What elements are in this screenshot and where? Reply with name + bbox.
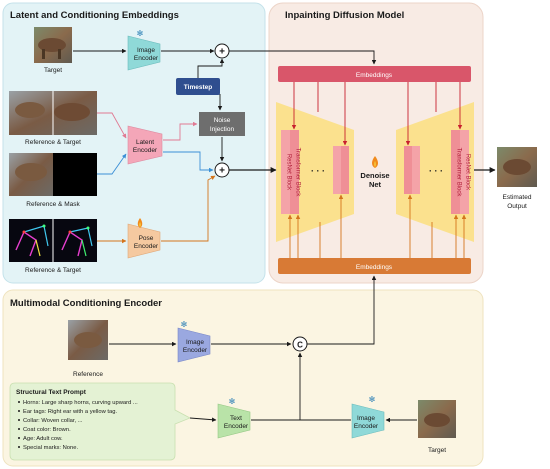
svg-text:✻: ✻: [137, 29, 144, 38]
frozen-snowflake-icon: ✻: [229, 397, 236, 406]
prompt-list: Horns: Large sharp horns, curving upward…: [18, 400, 138, 451]
image-encoder-target-line1: Image: [357, 415, 375, 422]
text-encoder-line2: Encoder: [224, 423, 249, 430]
multimodal-panel-title: Multimodal Conditioning Encoder: [10, 298, 162, 309]
pose-caption: Reference & Target: [25, 267, 81, 274]
prompt-item: Coat color: Brown.: [23, 427, 71, 433]
add-node-bottom: +: [214, 162, 230, 178]
text-encoder: ✻ Text Encoder: [217, 397, 251, 439]
prompt-bullet: [18, 410, 20, 412]
reference-mask-caption: Reference & Mask: [26, 201, 80, 208]
prompt-item: Horns: Large sharp horns, curving upward…: [23, 400, 138, 406]
embeddings-top-label: Embeddings: [356, 72, 393, 79]
image-encoder-reference: ✻ Image Encoder: [177, 320, 211, 363]
image-encoder-reference-line2: Encoder: [183, 347, 208, 354]
svg-text:✻: ✻: [229, 397, 236, 406]
add-node-top: +: [214, 43, 230, 59]
embeddings-bottom-label: Embeddings: [356, 264, 393, 271]
svg-text:+: +: [219, 47, 225, 58]
prompt-bullet: [18, 419, 20, 421]
image-encoder-latent-line2: Encoder: [134, 55, 159, 62]
encoder-dots: · · ·: [311, 166, 325, 176]
pose-encoder-line1: Pose: [139, 235, 154, 242]
target-caption: Target: [44, 67, 62, 74]
reference-mask-image: [9, 153, 97, 196]
transformer-block-label-2: Transformer Block: [456, 148, 462, 198]
image-encoder-reference-line1: Image: [186, 339, 204, 346]
latent-encoder-line2: Encoder: [133, 147, 158, 154]
trainable-flame-icon: [372, 156, 378, 168]
prompt-bullet: [18, 428, 20, 430]
decoder-block-1: [404, 146, 420, 194]
noise-injection-box: Noise Injection: [199, 112, 245, 136]
estimated-output-image: [497, 147, 537, 187]
pose-image: [9, 219, 97, 262]
reference-caption: Reference: [73, 371, 103, 378]
encoder-block-2: [333, 146, 349, 194]
trainable-flame-icon: [137, 218, 143, 228]
embeddings-bottom-bar: Embeddings: [278, 258, 471, 274]
concat-node: C: [292, 336, 308, 352]
embeddings-top-bar: Embeddings: [278, 66, 471, 82]
pose-encoder-line2: Encoder: [134, 243, 159, 250]
estimated-output-line1: Estimated: [503, 194, 532, 201]
resnet-block-label-2: ResNet Block: [465, 154, 471, 191]
image-encoder-target: ✻ Image Encoder: [351, 395, 385, 439]
embedding-top-arrows: [291, 82, 463, 146]
prompt-item: Ear tags: Right ear with a yellow tag.: [23, 409, 117, 415]
latent-panel-title: Latent and Conditioning Embeddings: [10, 10, 179, 21]
reference-image: [68, 320, 108, 360]
frozen-snowflake-icon: ✻: [181, 320, 188, 329]
estimated-output-line2: Output: [507, 203, 527, 210]
image-encoder-target-line2: Encoder: [354, 423, 379, 430]
frozen-snowflake-icon: ✻: [137, 29, 144, 38]
timestep-label: Timestep: [184, 84, 212, 91]
prompt-bullet: [18, 437, 20, 439]
latent-encoder-line1: Latent: [136, 139, 154, 146]
image-encoder-latent: ✻ Image Encoder: [127, 29, 161, 71]
resnet-block-label-1: ResNet Block: [286, 154, 292, 191]
structural-text-prompt: Structural Text Prompt Horns: Large shar…: [9, 382, 191, 461]
svg-text:+: +: [219, 166, 225, 177]
target-caption-bottom: Target: [428, 447, 446, 454]
prompt-bullet: [18, 401, 20, 403]
prompt-item: Collar: Woven collar, ...: [23, 418, 83, 424]
noise-injection-line1: Noise: [214, 117, 231, 124]
connectors: [73, 48, 496, 423]
decoder-block-2: Transformer Block ResNet Block: [451, 130, 471, 214]
prompt-bullet: [18, 446, 20, 448]
prompt-item: Age: Adult cow.: [23, 436, 63, 442]
frozen-snowflake-icon: ✻: [369, 395, 376, 404]
concat-symbol: C: [297, 341, 303, 350]
image-encoder-latent-line1: Image: [137, 47, 155, 54]
embedding-bottom-arrows: [287, 194, 467, 258]
latent-encoder: Latent Encoder: [127, 125, 163, 165]
timestep-box: Timestep: [176, 78, 220, 95]
reference-target-caption: Reference & Target: [25, 139, 81, 146]
target-image: [34, 27, 72, 63]
encoder-block-1: ResNet Block Transformer Block: [281, 130, 301, 214]
denoise-net-line1: Denoise: [360, 171, 389, 180]
reference-target-image: [9, 91, 97, 135]
svg-text:✻: ✻: [181, 320, 188, 329]
noise-injection-line2: Injection: [210, 126, 235, 133]
inpaint-panel-title: Inpainting Diffusion Model: [285, 10, 404, 21]
decoder-dots: · · ·: [429, 166, 443, 176]
denoise-net-line2: Net: [369, 180, 382, 189]
svg-text:✻: ✻: [369, 395, 376, 404]
transformer-block-label-1: Transformer Block: [295, 148, 301, 198]
prompt-item: Special marks: None.: [23, 445, 78, 451]
text-encoder-line1: Text: [230, 415, 242, 422]
pose-encoder: Pose Encoder: [127, 218, 161, 259]
prompt-title: Structural Text Prompt: [16, 389, 87, 396]
target-image-bottom: [418, 400, 456, 438]
